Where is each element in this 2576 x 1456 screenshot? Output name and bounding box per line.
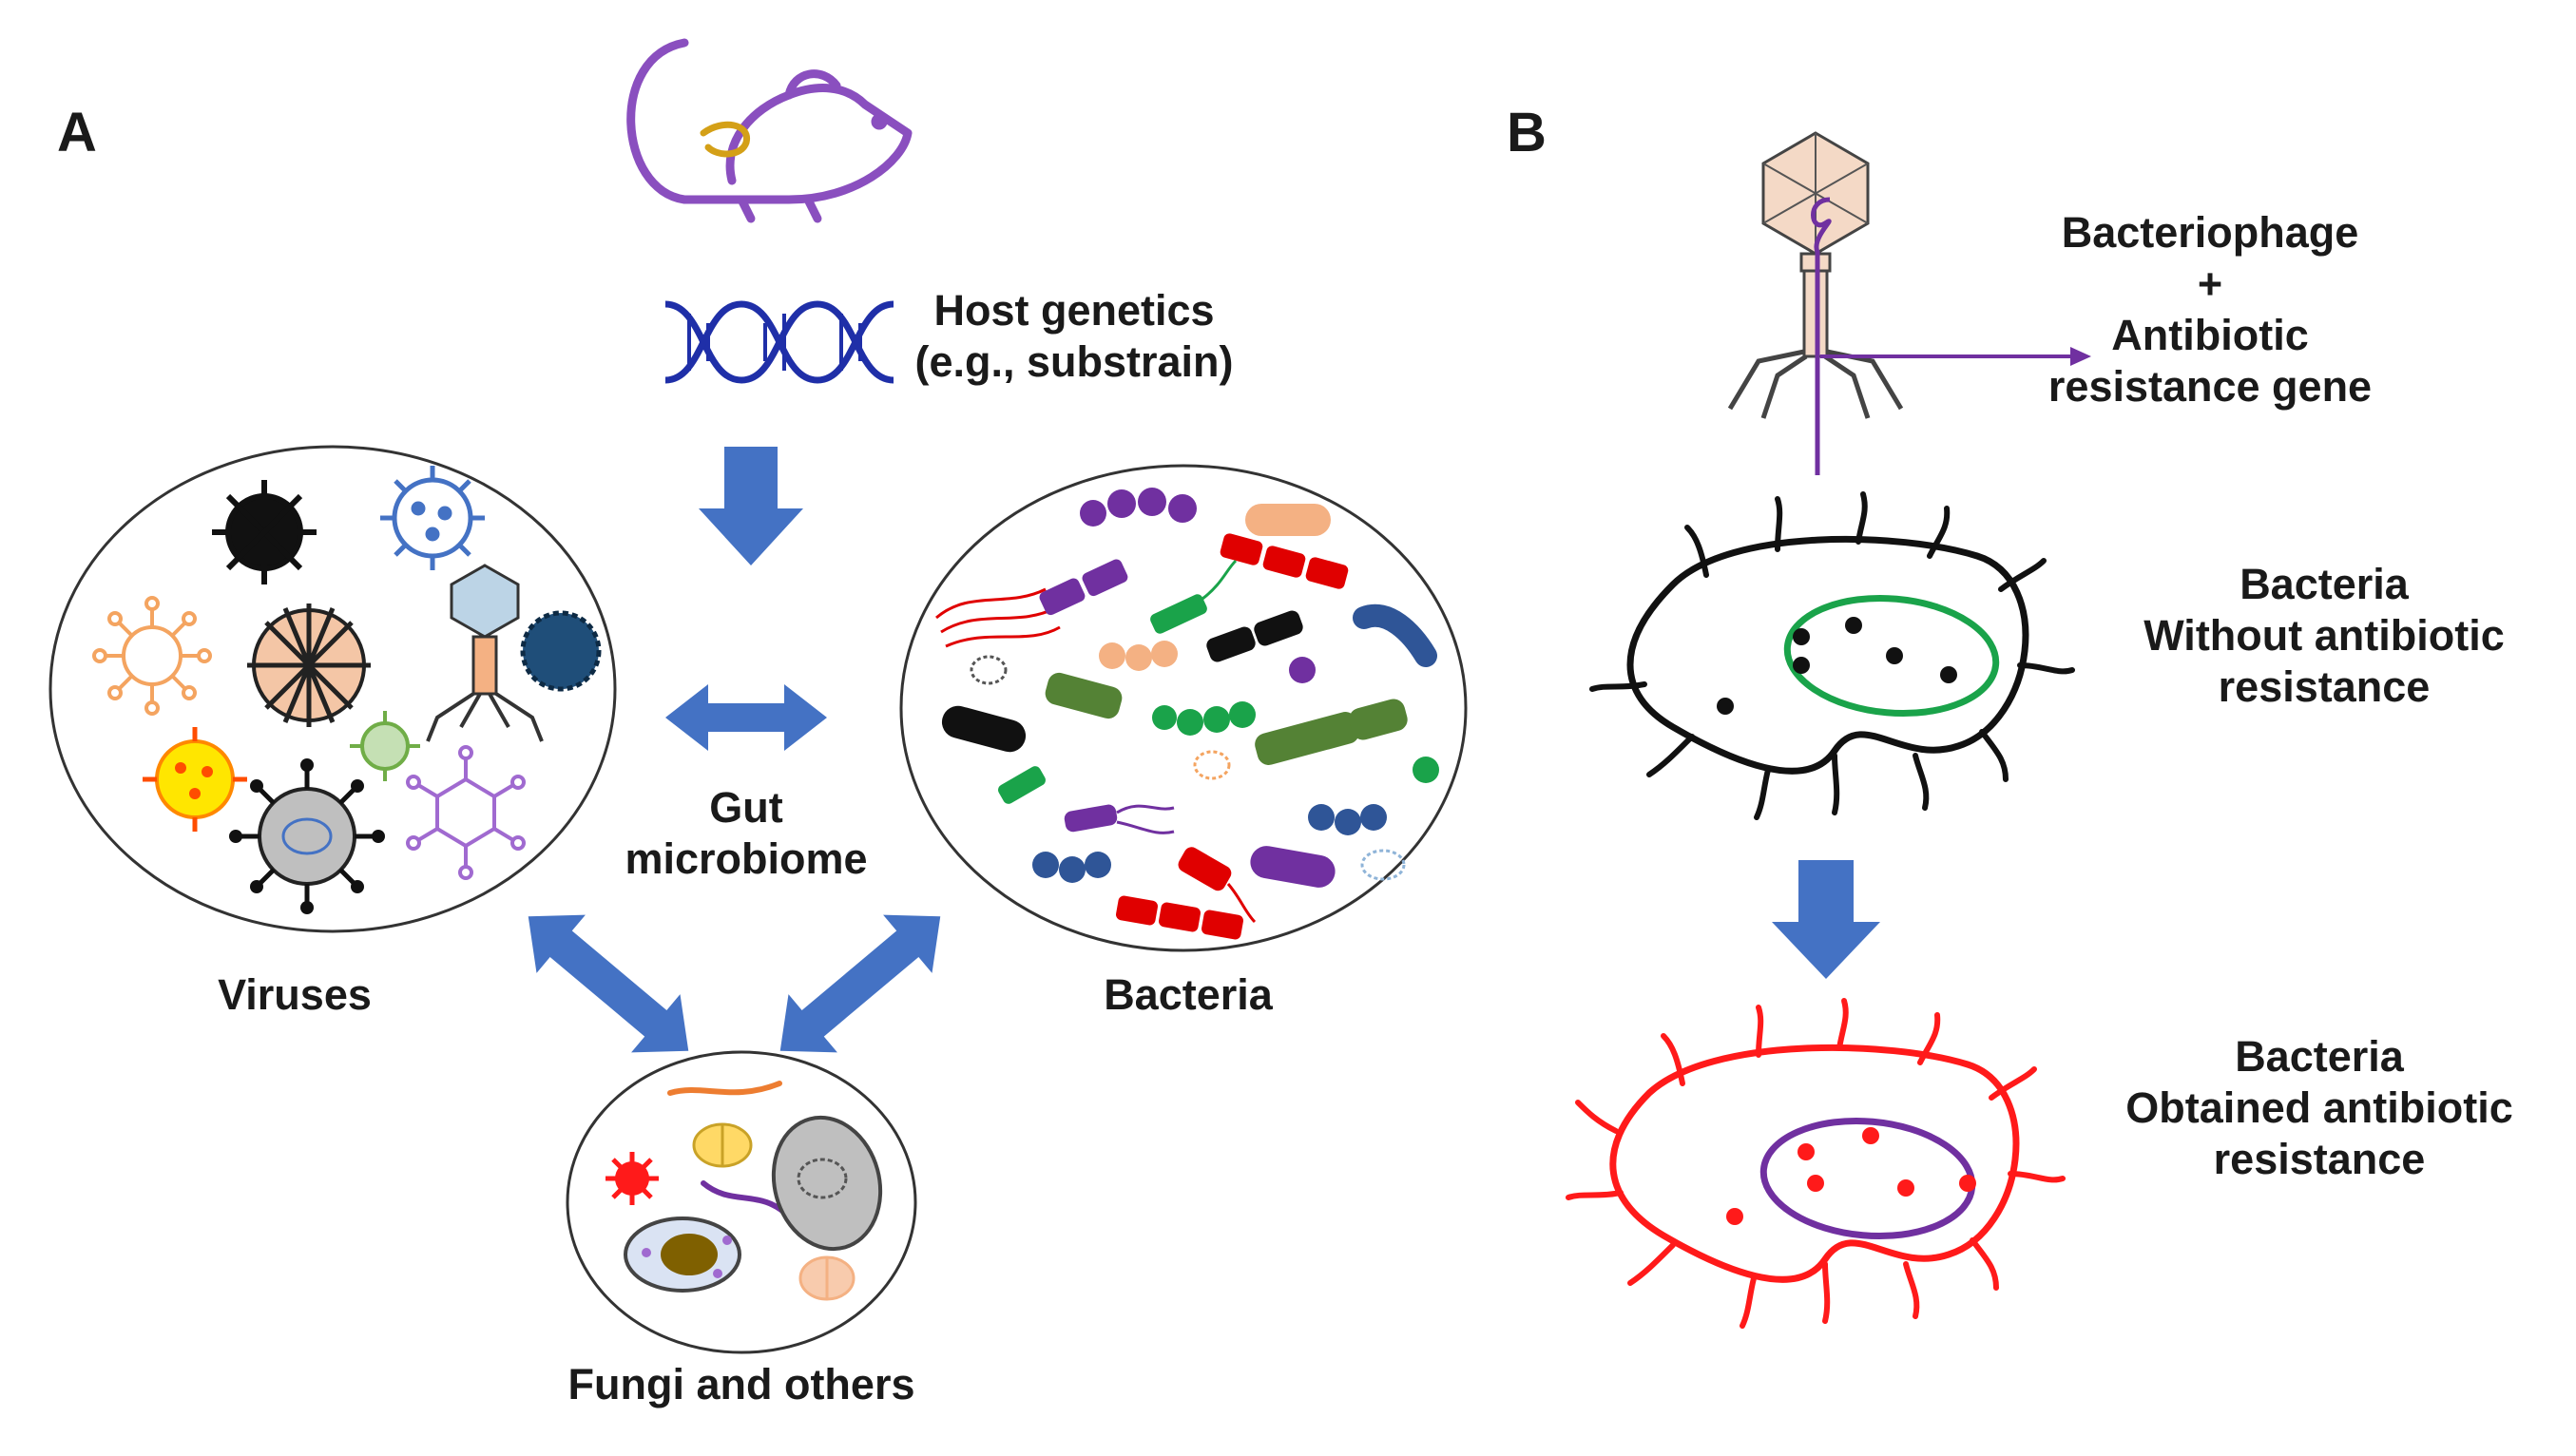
down-arrow-b	[1772, 860, 1880, 979]
bacteria-obtained-line2: Obtained antibiotic	[2125, 1083, 2513, 1132]
gut-microbiome-label: Gut microbiome	[589, 782, 903, 885]
bacterium-obtained-resistance-icon	[1566, 998, 2066, 1329]
double-arrow-horizontal	[665, 684, 827, 751]
red-spiky-icon	[606, 1152, 659, 1205]
double-arrow-viruses-fungi	[528, 914, 689, 1053]
bacteria-without-line1: Bacteria	[2240, 560, 2409, 608]
phage-label: Bacteriophage + Antibiotic resistance ge…	[1996, 207, 2424, 412]
phage-line2: +	[2197, 259, 2223, 308]
panel-b-letter: B	[1507, 102, 1547, 163]
grey-virus-icon	[229, 758, 385, 914]
green-virus-icon	[350, 711, 420, 781]
bacteria-icons	[935, 488, 1439, 940]
mouse-icon	[626, 38, 913, 223]
black-virus-icon	[212, 480, 317, 584]
darkblue-virus-icon	[520, 610, 602, 692]
fungi-label: Fungi and others	[567, 1360, 915, 1408]
bacteria-circle	[899, 464, 1468, 952]
phage-line4: resistance gene	[2047, 362, 2373, 411]
host-genetics-line1: Host genetics	[933, 286, 1215, 335]
phage-line3: Antibiotic	[2111, 311, 2309, 359]
phage-line1: Bacteriophage	[2061, 208, 2359, 257]
viruses-circle	[48, 445, 617, 933]
host-genetics-line2: (e.g., substrain)	[914, 337, 1234, 386]
bacteria-obtained-line1: Bacteria	[2235, 1032, 2404, 1081]
gut-microbiome-line2: microbiome	[625, 834, 868, 883]
bacterium-without-resistance-icon	[1589, 491, 2075, 820]
yellow-virus-icon	[143, 727, 247, 832]
panel-a-letter: A	[57, 102, 97, 163]
bacteria-without-line2: Without antibiotic	[2143, 611, 2505, 660]
gut-microbiome-line1: Gut	[709, 783, 783, 832]
bacteria-label: Bacteria	[1104, 970, 1273, 1019]
bacteria-obtained-label: Bacteria Obtained antibiotic resistance	[2072, 1031, 2566, 1185]
bacteriophage-icon	[1727, 131, 2091, 475]
host-genetics-label: Host genetics (e.g., substrain)	[875, 285, 1274, 388]
phage-small-icon	[426, 564, 544, 742]
orange-virus-icon	[92, 596, 212, 716]
dna-icon	[664, 300, 894, 384]
fungi-circle	[566, 1050, 917, 1354]
fungi-icons	[606, 1081, 883, 1301]
tan-virus-icon	[247, 603, 371, 727]
viruses-label: Viruses	[218, 970, 372, 1019]
bacteria-obtained-line3: resistance	[2213, 1135, 2426, 1183]
down-arrow	[699, 447, 803, 565]
double-arrow-bacteria-fungi	[779, 914, 941, 1053]
purple-virus-icon	[406, 745, 526, 880]
bacteria-without-label: Bacteria Without antibiotic resistance	[2091, 559, 2557, 713]
blue-virus-icon	[380, 466, 485, 570]
bacteria-without-line3: resistance	[2218, 662, 2431, 711]
